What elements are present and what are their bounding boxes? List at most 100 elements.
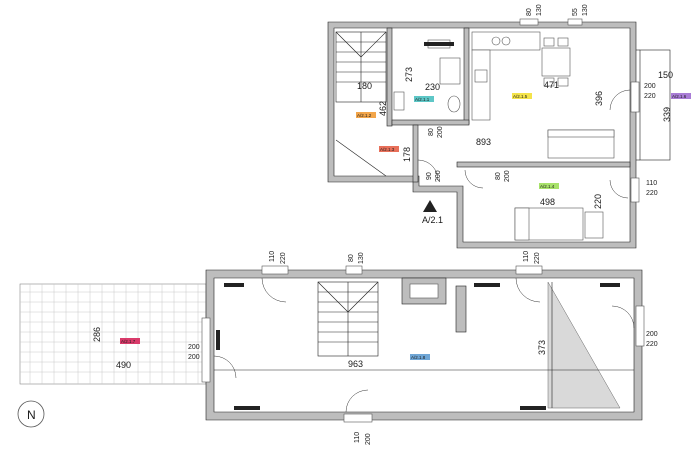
kitchen-counter-side — [471, 49, 491, 121]
door-swing — [345, 389, 369, 413]
wall-marker — [600, 283, 620, 287]
room-tag: A/2.1.1 — [414, 96, 434, 102]
wall-marker — [474, 283, 500, 287]
dining-table — [541, 47, 571, 77]
room-tag: A/2.1.3 — [379, 146, 399, 152]
bath-radiator-dark — [424, 42, 454, 46]
room-tag: A/2.1.4 — [539, 183, 559, 189]
upper-window-2 — [567, 18, 583, 26]
dimension-text: 339 — [662, 107, 672, 122]
room-tag: A/2.1.5 — [512, 93, 532, 99]
compass-label: N — [27, 408, 36, 422]
dimension-text: 200 — [644, 83, 656, 90]
dimension-text: 490 — [116, 360, 131, 370]
dimension-text: 90 — [426, 172, 433, 180]
dimension-text: 80 — [526, 8, 533, 16]
dimension-text: 396 — [594, 91, 604, 106]
hall-wall — [412, 124, 419, 183]
bath-bottom-wall — [391, 119, 470, 126]
dimension-text: 110 — [646, 180, 657, 187]
dimension-text: 220 — [593, 194, 603, 209]
bedroom-window — [630, 177, 640, 203]
room-tag-label: A/2.1.3 — [380, 147, 395, 152]
dimension-text: 200 — [188, 344, 200, 351]
dimension-text: 220 — [646, 190, 658, 197]
room-tag: A/2.1.2 — [356, 112, 376, 118]
door-swing — [261, 277, 287, 303]
dimension-text: 110 — [269, 251, 276, 262]
wall-marker — [520, 406, 546, 410]
bedroom-top-wall — [456, 161, 631, 168]
ground-window-right — [635, 305, 645, 347]
dimension-text: 220 — [646, 341, 658, 348]
dimension-text: 178 — [402, 147, 412, 162]
room-tag-label: A/2.1.8 — [411, 355, 426, 360]
bedroom-door-swing — [464, 169, 484, 189]
dimension-text: 130 — [582, 4, 589, 16]
dimension-text: 893 — [476, 137, 491, 147]
dimension-text: 273 — [404, 67, 414, 82]
room-tag-label: A/2.1.2 — [357, 113, 372, 118]
ground-staircase — [317, 281, 379, 357]
ground-window-1 — [261, 265, 289, 275]
chimney-flue — [409, 283, 439, 299]
balcony-door-swing — [609, 89, 631, 111]
wall-marker — [216, 330, 220, 350]
dimension-text: 200 — [188, 354, 200, 361]
toilet — [447, 95, 461, 113]
room-tag: A/2.1.6 — [671, 93, 691, 99]
pillar — [455, 285, 467, 333]
dimension-text: 471 — [544, 80, 559, 90]
dimension-text: 150 — [658, 70, 673, 80]
hob-ring — [501, 36, 511, 46]
sofa-back — [547, 129, 615, 138]
dimension-text: 80 — [348, 254, 355, 262]
dimension-text: 55 — [572, 8, 579, 16]
door-swing — [611, 305, 635, 329]
dimension-text: 220 — [644, 93, 656, 100]
compass-ring-icon — [17, 400, 45, 428]
ground-floor-plan: 110 220 80 130 110 220 286 490 200 200 9… — [19, 251, 658, 445]
door-swing — [515, 277, 541, 303]
bedroom-window-swing — [609, 179, 629, 199]
kitchen-partition-wall — [463, 27, 470, 125]
north-compass: N — [17, 400, 45, 428]
dimension-text: 180 — [357, 81, 372, 91]
dimension-text: 130 — [536, 4, 543, 16]
stair-partition-wall — [386, 27, 393, 127]
room-tag-label: A/2.1.7 — [121, 339, 136, 344]
terrace-door — [201, 317, 211, 383]
washbasin — [393, 91, 405, 111]
dimension-text: 462 — [378, 101, 388, 116]
dimension-text: 963 — [348, 359, 363, 369]
entrance-door — [343, 413, 373, 423]
dimension-text: 200 — [646, 331, 658, 338]
wardrobe — [584, 211, 604, 239]
ground-window-2 — [345, 265, 363, 275]
upper-staircase — [335, 31, 387, 177]
shower-tray — [439, 57, 461, 85]
open-area-wedge — [547, 281, 621, 409]
dimension-text: 80 — [428, 128, 435, 136]
room-tag-label: A/2.1.1 — [415, 97, 430, 102]
dimension-text: 110 — [354, 432, 361, 443]
dimension-text: 220 — [280, 252, 287, 264]
balcony-outline — [639, 49, 671, 161]
hob-ring — [491, 36, 501, 46]
door-swing — [213, 355, 237, 379]
dimension-text: 200 — [435, 170, 442, 182]
ground-window-3 — [515, 265, 543, 275]
dimension-text: 80 — [495, 172, 502, 180]
room-tag-label: A/2.1.5 — [513, 94, 528, 99]
wall-marker — [224, 283, 244, 287]
balcony-door — [630, 81, 640, 113]
dimension-text: 130 — [358, 252, 365, 264]
dimension-text: 200 — [437, 126, 444, 138]
room-tag: A/2.1.8 — [410, 354, 430, 360]
section-arrow-icon — [423, 200, 437, 212]
dimension-text: 200 — [365, 433, 372, 445]
dimension-text: 286 — [92, 327, 102, 342]
room-tag: A/2.1.7 — [120, 338, 140, 344]
